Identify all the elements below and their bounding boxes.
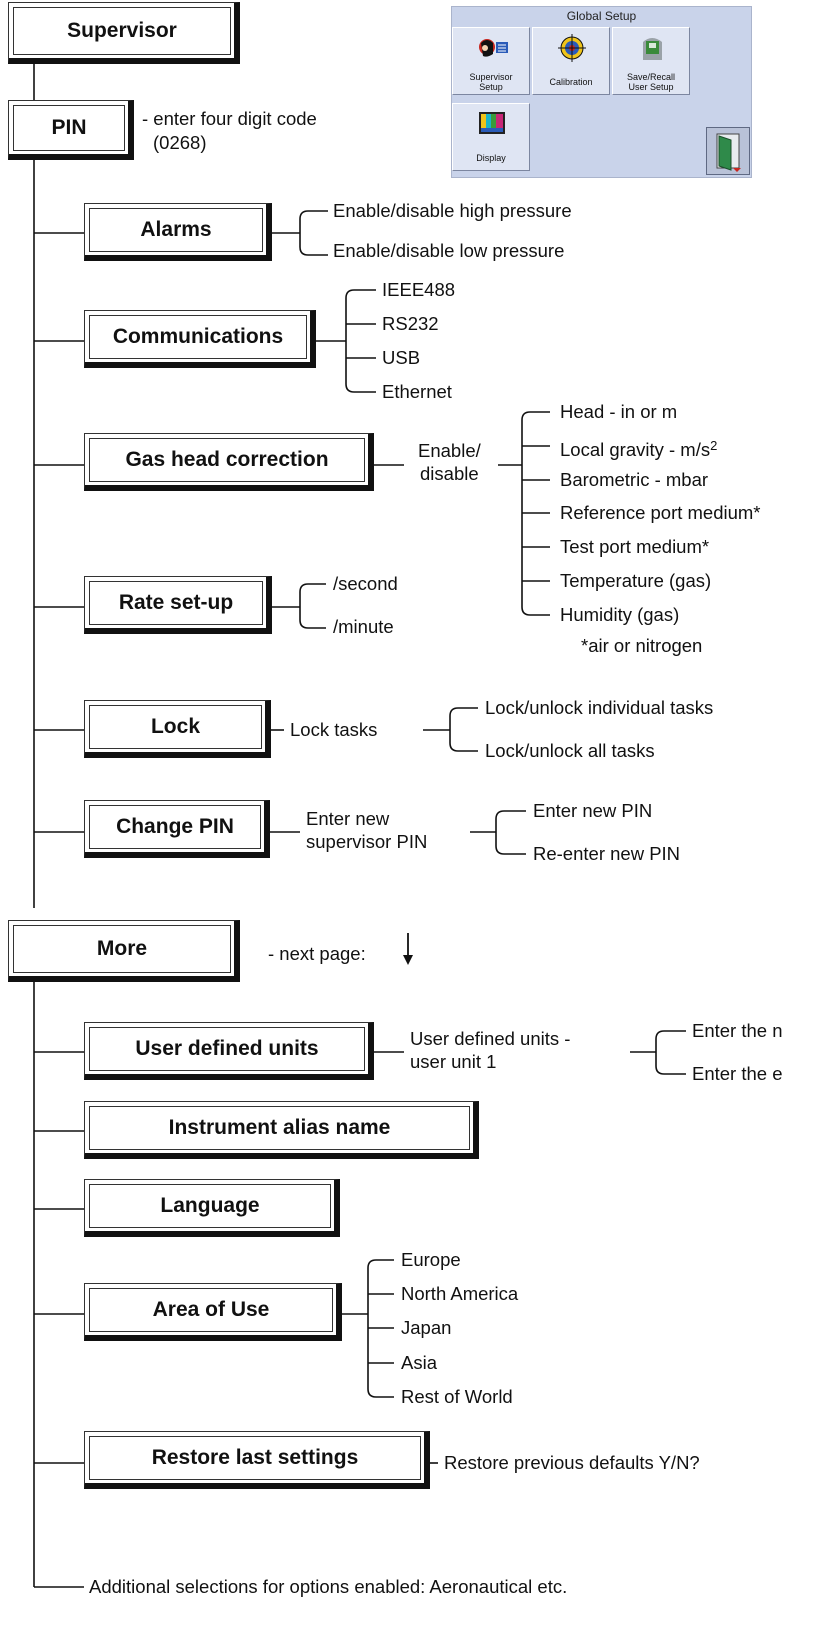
exit-button[interactable] (706, 127, 750, 175)
supervisor-label: Supervisor (13, 7, 231, 55)
gas-option: Humidity (gas) (560, 604, 680, 625)
alarms-option: Enable/disable low pressure (333, 240, 565, 261)
change-pin-option: Re-enter new PIN (533, 843, 681, 864)
communications-node: Communications (84, 310, 316, 368)
restore-note: Restore previous defaults Y/N? (444, 1452, 700, 1473)
alias-node: Instrument alias name (84, 1101, 479, 1159)
area-node: Area of Use (84, 1283, 342, 1341)
alarms-node: Alarms (84, 203, 272, 261)
display-color-bars-icon (479, 112, 505, 134)
exit-door-icon (716, 133, 741, 172)
rate-option: /second (333, 573, 398, 594)
user-units-mid-line2: user unit 1 (410, 1051, 497, 1072)
gas-option: Reference port medium* (560, 502, 761, 523)
display-button[interactable]: Display (452, 103, 530, 171)
rate-node: Rate set-up (84, 576, 272, 634)
comm-option: Ethernet (382, 381, 452, 402)
change-pin-node: Change PIN (84, 800, 270, 858)
change-pin-mid-line1: Enter new (306, 808, 390, 829)
alarms-label: Alarms (89, 208, 263, 252)
change-pin-option: Enter new PIN (533, 800, 653, 821)
more-node: More (8, 920, 240, 982)
area-label: Area of Use (89, 1288, 333, 1332)
floppy-head-icon (643, 38, 662, 60)
area-option: Asia (401, 1352, 437, 1373)
gas-head-node: Gas head correction (84, 433, 374, 491)
alias-label: Instrument alias name (89, 1106, 470, 1150)
gas-head-label: Gas head correction (89, 438, 365, 482)
pin-node: PIN (8, 100, 134, 160)
user-units-option: Enter the e (692, 1063, 783, 1084)
calibration-button[interactable]: Calibration (532, 27, 610, 95)
language-label: Language (89, 1184, 331, 1228)
lock-option: Lock/unlock individual tasks (485, 697, 714, 718)
alarms-option: Enable/disable high pressure (333, 200, 572, 221)
gravity-superscript: 2 (710, 438, 718, 453)
save-recall-button[interactable]: Save/Recall User Setup (612, 27, 690, 95)
language-node: Language (84, 1179, 340, 1237)
rate-label: Rate set-up (89, 581, 263, 625)
supervisor-head-icon (479, 39, 508, 57)
down-arrow-icon (403, 933, 413, 965)
global-setup-title: Global Setup (566, 9, 637, 23)
area-option: Rest of World (401, 1386, 513, 1407)
pin-label: PIN (13, 105, 125, 151)
lock-option: Lock/unlock all tasks (485, 740, 655, 761)
display-label: Display (476, 153, 506, 163)
lock-node: Lock (84, 700, 271, 758)
gas-option: Head - in or m (560, 401, 678, 422)
restore-node: Restore last settings (84, 1431, 430, 1489)
save-recall-label-1: Save/Recall (626, 72, 676, 82)
supervisor-node: Supervisor (8, 2, 240, 64)
gas-head-mid-line2: disable (420, 463, 479, 484)
communications-label: Communications (89, 315, 307, 359)
restore-label: Restore last settings (89, 1436, 421, 1480)
more-note: - next page: (268, 943, 366, 964)
gas-option: Local gravity - m/s2 (560, 435, 717, 461)
change-pin-mid-line2: supervisor PIN (306, 831, 428, 852)
pin-note-line1: - enter four digit code (142, 108, 317, 129)
user-units-node: User defined units (84, 1022, 374, 1080)
area-option: Japan (401, 1317, 452, 1338)
user-units-option: Enter the n (692, 1020, 783, 1041)
rate-option: /minute (333, 616, 394, 637)
area-option: North America (401, 1283, 519, 1304)
lock-label: Lock (89, 705, 262, 749)
user-units-label: User defined units (89, 1027, 365, 1071)
area-option: Europe (401, 1249, 461, 1270)
gas-option-gravity-text: Local gravity - m/s (560, 439, 711, 460)
gas-head-mid-line1: Enable/ (418, 440, 481, 461)
crosshair-target-icon (558, 34, 586, 62)
comm-option: USB (382, 347, 421, 368)
global-setup-panel: Global Setup Supervisor Setup Calibratio… (451, 6, 752, 178)
calibration-label: Calibration (549, 77, 593, 87)
supervisor-setup-button[interactable]: Supervisor Setup (452, 27, 530, 95)
gas-footnote: *air or nitrogen (581, 635, 703, 656)
save-recall-label-2: User Setup (628, 82, 674, 92)
gas-option: Temperature (gas) (560, 570, 712, 591)
comm-option: RS232 (382, 313, 439, 334)
lock-mid: Lock tasks (290, 719, 378, 740)
change-pin-label: Change PIN (89, 805, 261, 849)
comm-option: IEEE488 (382, 279, 456, 300)
additional-selections: Additional selections for options enable… (89, 1576, 568, 1597)
supervisor-setup-label-2: Setup (479, 82, 503, 92)
gas-option: Test port medium* (560, 536, 710, 557)
user-units-mid-line1: User defined units - (410, 1028, 571, 1049)
gas-option: Barometric - mbar (560, 469, 709, 490)
supervisor-setup-label-1: Supervisor (469, 72, 513, 82)
pin-note-line2: (0268) (153, 132, 207, 153)
more-label: More (13, 925, 231, 973)
